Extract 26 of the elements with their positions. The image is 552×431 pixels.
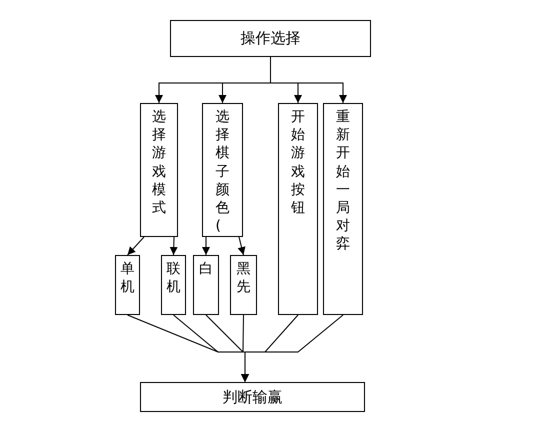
- process-box: [161, 255, 186, 315]
- process-box: [202, 103, 243, 237]
- arrow: [238, 236, 246, 256]
- box-label: 选择游戏模式: [152, 108, 166, 218]
- arrow: [270, 56, 347, 104]
- process-box: [115, 255, 140, 315]
- process-box: [230, 255, 257, 315]
- process-box: [170, 20, 371, 57]
- box-label: 白: [199, 260, 213, 278]
- process-box: [278, 103, 318, 315]
- arrow: [127, 236, 144, 256]
- box-label: 联机: [166, 260, 180, 296]
- process-box: [140, 382, 365, 412]
- box-label: 判断输赢: [222, 388, 282, 406]
- arrow: [202, 236, 210, 256]
- box-label: 选择棋子颜色(: [216, 108, 230, 236]
- box-label: 黑先: [236, 260, 250, 296]
- arrow: [170, 236, 178, 256]
- box-label: 重新开始一局对弈: [336, 108, 350, 254]
- arrow: [241, 314, 344, 382]
- process-box: [140, 103, 178, 237]
- box-label: 操作选择: [240, 29, 300, 48]
- process-box: [323, 103, 363, 315]
- process-box: [193, 255, 219, 315]
- box-label: 开始游戏按钮: [291, 108, 305, 218]
- box-label: 单机: [120, 260, 134, 296]
